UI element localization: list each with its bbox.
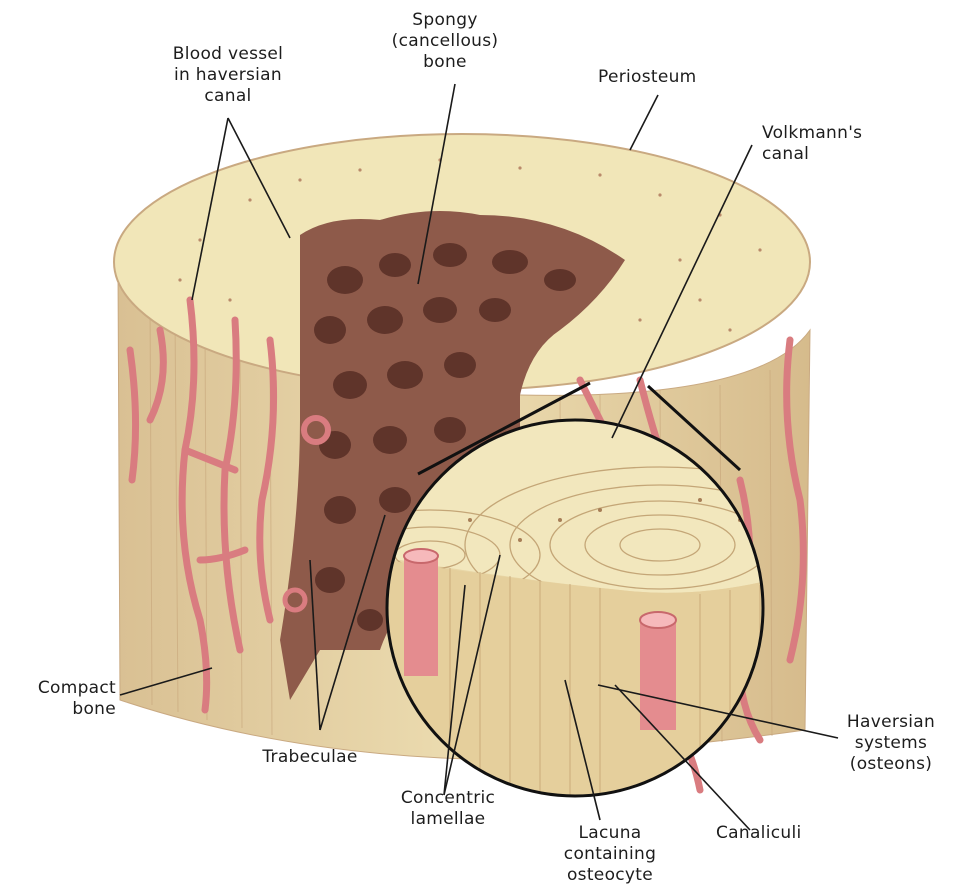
label-canaliculi: Canaliculi <box>716 823 802 844</box>
label-trabeculae: Trabeculae <box>240 747 380 768</box>
label-blood-vessel: Blood vessel in haversian canal <box>148 44 308 107</box>
label-spongy-bone: Spongy (cancellous) bone <box>380 10 510 73</box>
label-haversian-systems: Haversian systems (osteons) <box>826 712 956 775</box>
label-volkmanns-canal: Volkmann's canal <box>762 123 862 165</box>
label-lacuna: Lacuna containing osteocyte <box>540 823 680 886</box>
label-concentric-lamellae: Concentric lamellae <box>378 788 518 830</box>
label-compact-bone: Compact bone <box>4 678 116 720</box>
label-periosteum: Periosteum <box>598 67 697 88</box>
